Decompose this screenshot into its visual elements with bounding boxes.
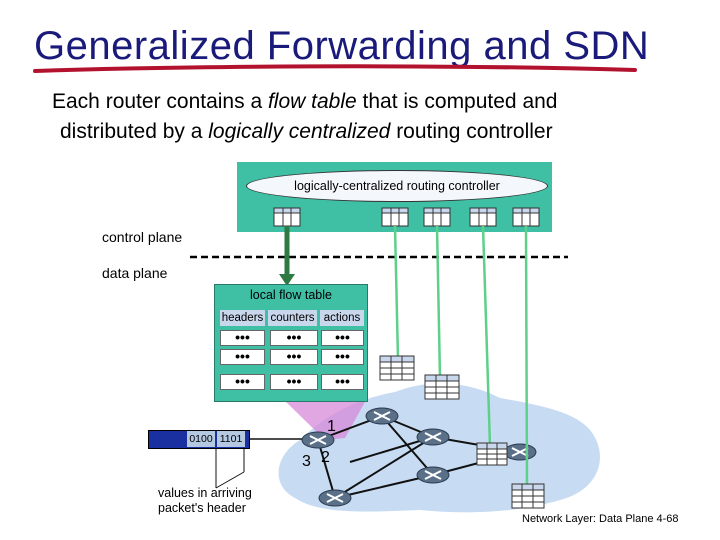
controller-table-icon bbox=[512, 207, 540, 227]
column-header-actions: actions bbox=[320, 310, 364, 326]
router bbox=[318, 489, 352, 507]
values-pointer bbox=[215, 471, 245, 489]
router bbox=[416, 428, 450, 446]
slide-title: Generalized Forwarding and SDN bbox=[34, 24, 650, 68]
controller-table-icon bbox=[469, 207, 497, 227]
table-cell: ••• bbox=[321, 330, 364, 346]
controller-table-icon bbox=[381, 207, 409, 227]
router-table-icon bbox=[511, 483, 545, 509]
subtitle-line-1: Each router contains a flow table that i… bbox=[52, 90, 557, 114]
packet-field: 1101 bbox=[217, 431, 245, 447]
controller-label: logically-centralized routing controller bbox=[246, 170, 548, 202]
subtitle-emphasis: flow table bbox=[267, 90, 357, 113]
title-underline bbox=[33, 64, 637, 73]
packet-field: 0100 bbox=[187, 431, 215, 447]
table-cell: ••• bbox=[220, 330, 265, 346]
column-header-headers: headers bbox=[220, 310, 265, 326]
subtitle-text: Each router contains a bbox=[52, 90, 268, 113]
flow-table-title: local flow table bbox=[250, 288, 332, 302]
controller-table-icon bbox=[273, 207, 301, 227]
port-number: 3 bbox=[302, 453, 311, 470]
router bbox=[416, 466, 450, 484]
router bbox=[365, 407, 399, 425]
table-cell: ••• bbox=[270, 330, 318, 346]
data-plane-label: data plane bbox=[102, 265, 168, 281]
subtitle-text: that is computed and bbox=[356, 90, 558, 113]
table-cell: ••• bbox=[270, 349, 318, 365]
controller-links bbox=[393, 225, 529, 489]
table-cell: ••• bbox=[270, 374, 318, 390]
router-table-icon bbox=[424, 374, 460, 400]
table-cell: ••• bbox=[220, 349, 265, 365]
port-number: 1 bbox=[327, 418, 336, 435]
slide-footer: Network Layer: Data Plane 4-68 bbox=[522, 513, 679, 525]
subtitle-text: distributed by a bbox=[60, 120, 209, 143]
subtitle-text: routing controller bbox=[390, 120, 553, 143]
values-label: values in arriving packet's header bbox=[158, 486, 252, 515]
control-plane-label: control plane bbox=[102, 229, 183, 245]
subtitle-line-2: distributed by a logically centralized r… bbox=[60, 120, 553, 144]
router bbox=[301, 431, 335, 449]
controller-table-icon bbox=[423, 207, 451, 227]
port-number: 2 bbox=[321, 449, 330, 466]
table-cell: ••• bbox=[321, 349, 364, 365]
column-header-counters: counters bbox=[268, 310, 317, 326]
router-table-icon bbox=[379, 355, 415, 381]
table-cell: ••• bbox=[321, 374, 364, 390]
subtitle-emphasis: logically centralized bbox=[208, 120, 391, 143]
network-cloud bbox=[278, 383, 600, 513]
flow-link-arrowhead bbox=[279, 274, 295, 286]
table-cell: ••• bbox=[220, 374, 265, 390]
router-table-icon bbox=[476, 442, 508, 466]
